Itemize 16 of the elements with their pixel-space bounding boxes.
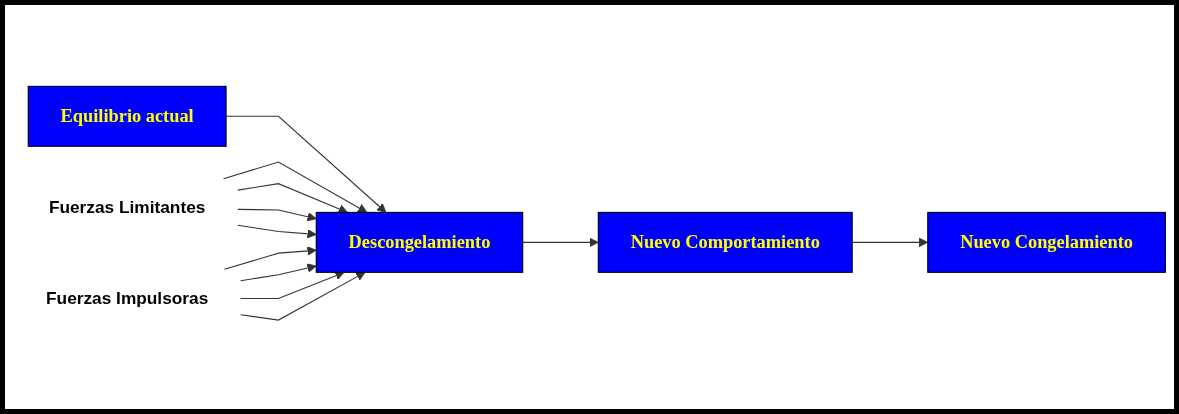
arrow <box>237 183 348 214</box>
arrow <box>223 161 368 213</box>
arrow <box>522 237 599 248</box>
node-box: Descongelamiento <box>315 211 524 273</box>
node-box: Nuevo Comportamiento <box>597 211 853 273</box>
arrow <box>237 224 317 239</box>
arrow <box>223 246 317 270</box>
arrow <box>240 271 366 321</box>
node-text: Fuerzas Limitantes <box>48 198 206 217</box>
node-box: Nuevo Congelamiento <box>927 211 1166 273</box>
arrow <box>237 208 317 222</box>
arrow <box>240 271 345 300</box>
arrow <box>240 263 317 282</box>
node-text: Fuerzas Impulsoras <box>46 288 209 308</box>
node-box: Equilibrio actual <box>27 85 227 147</box>
arrow <box>225 115 387 213</box>
